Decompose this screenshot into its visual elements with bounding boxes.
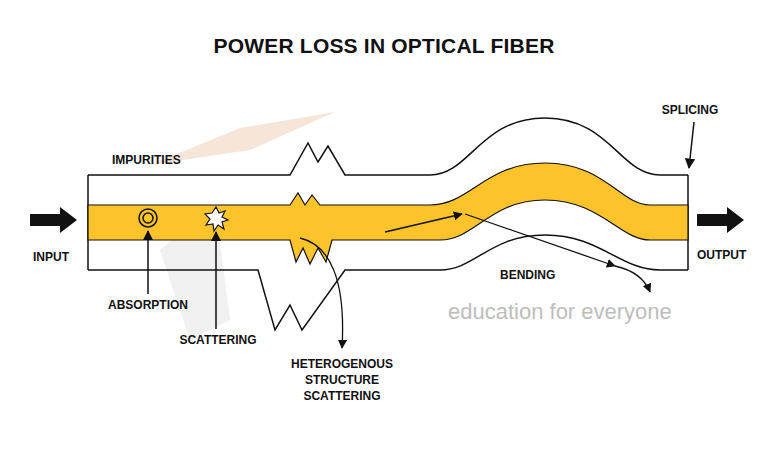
port-label: OUTPUT [697, 248, 746, 262]
fiber-core [88, 163, 688, 264]
light-ray [385, 214, 462, 232]
part-label: ABSORPTION [108, 298, 188, 312]
absorption-symbol [143, 213, 153, 223]
cladding-outline [88, 235, 688, 330]
scattering-symbol [205, 207, 228, 231]
leader-arrow [689, 122, 694, 168]
cladding-outline [88, 118, 688, 175]
part-label: IMPURITIES [112, 153, 181, 167]
leader-arrow [147, 231, 149, 294]
output-arrow [697, 207, 744, 233]
bending-ray [615, 266, 650, 292]
scatter-ray [300, 238, 343, 348]
diagram-title: POWER LOSS IN OPTICAL FIBER [213, 33, 554, 58]
bending-ray [465, 214, 615, 266]
part-label: SPLICING [662, 103, 719, 117]
absorption-symbol [139, 209, 157, 227]
port-label: INPUT [33, 250, 69, 264]
input-arrow [30, 207, 77, 233]
part-label: SCATTERING [179, 333, 256, 347]
leader-arrow [215, 232, 217, 329]
part-label: HETEROGENOUS STRUCTURE SCATTERING [287, 356, 397, 405]
part-label: BENDING [500, 268, 555, 282]
watermark-text: education for everyone [448, 299, 672, 325]
